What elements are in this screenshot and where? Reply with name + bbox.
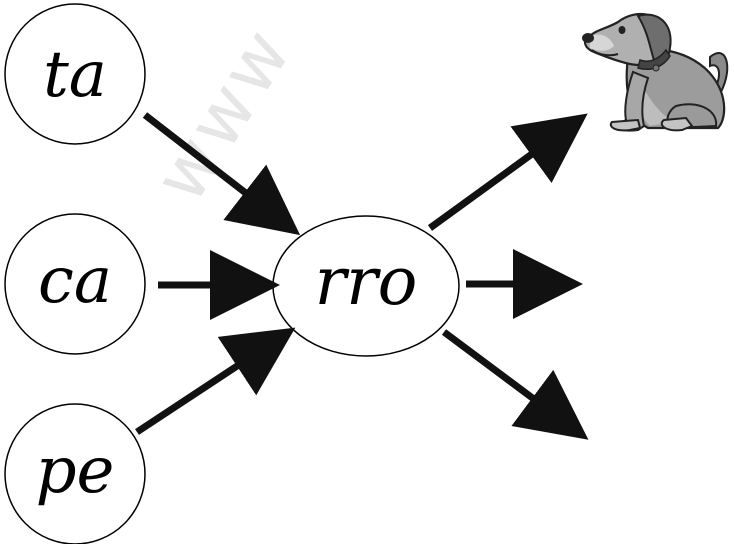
watermark: www — [137, 11, 308, 216]
arrow-center-to-lower-right — [441, 329, 589, 440]
syllable-label-ca: ca — [38, 244, 112, 318]
center-syllable-label: rro — [315, 243, 418, 320]
syllable-label-ta: ta — [43, 38, 107, 112]
dog-icon — [582, 13, 729, 132]
arrow-center-to-upper-right — [427, 113, 588, 231]
syllable-label-pe: pe — [36, 434, 115, 508]
syllable-circle-ta: ta — [4, 3, 146, 145]
arrow-pe-to-center — [135, 327, 296, 435]
center-syllable-ellipse: rro — [272, 215, 460, 357]
arrow-ta-to-center — [142, 112, 301, 236]
syllable-circle-ca: ca — [4, 213, 146, 355]
syllable-circle-pe: pe — [4, 403, 146, 544]
